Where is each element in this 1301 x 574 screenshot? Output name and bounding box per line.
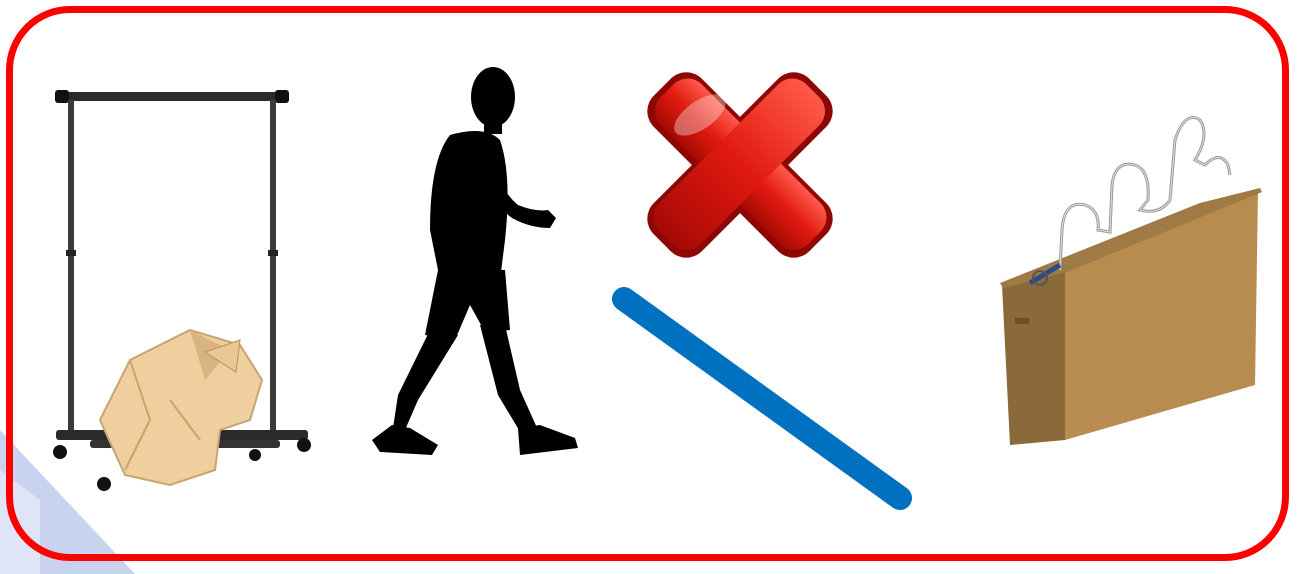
red-rounded-frame	[6, 6, 1289, 561]
